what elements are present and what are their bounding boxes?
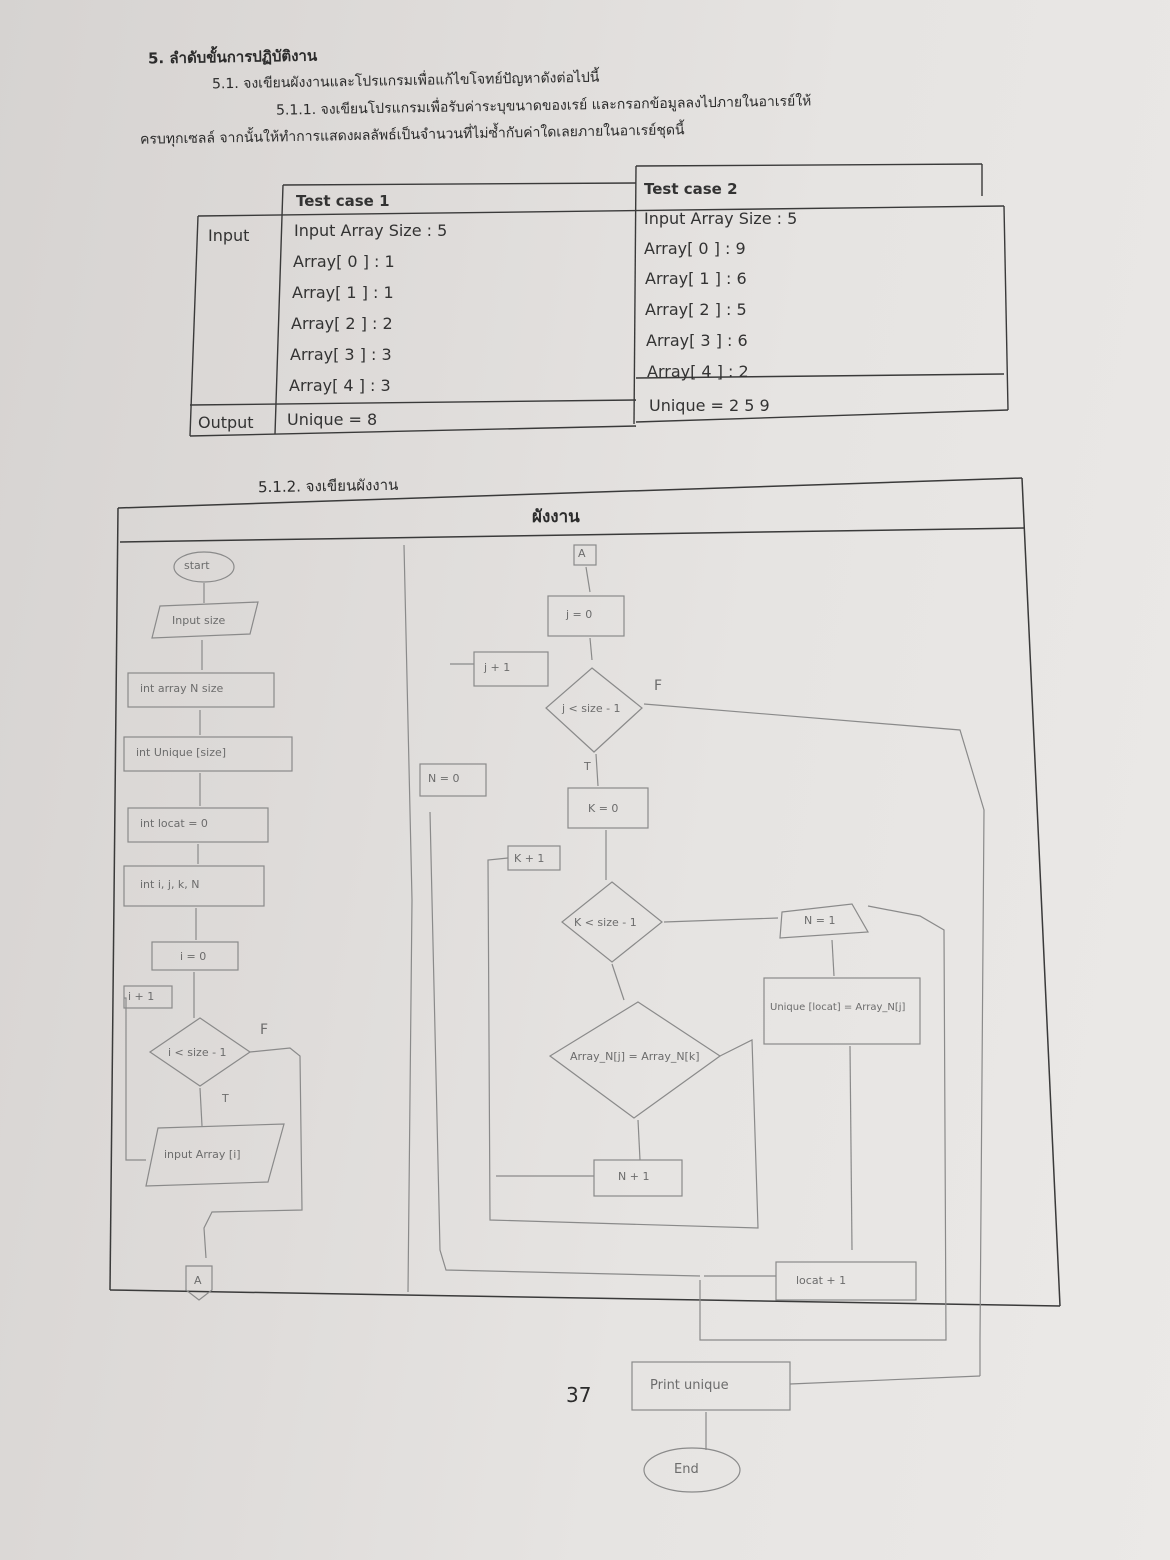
input-element-node: input Array [i] [164, 1148, 241, 1161]
case2-line: Array[ 3 ] : 6 [646, 331, 748, 350]
true-label: T [222, 1092, 229, 1105]
condition-equal-node: Array_N[j] = Array_N[k] [570, 1050, 700, 1063]
test-case-1-title: Test case 1 [296, 192, 390, 210]
init-i-node: i = 0 [180, 950, 207, 963]
increment-k-node: K + 1 [514, 852, 545, 865]
case2-line: Array[ 0 ] : 9 [644, 239, 746, 258]
page-number: 37 [566, 1383, 592, 1407]
condition-n-node: N = 1 [804, 914, 836, 927]
test-case-2-title: Test case 2 [644, 180, 738, 198]
case2-output: Unique = 2 5 9 [649, 396, 770, 415]
case1-line: Array[ 2 ] : 2 [291, 314, 393, 333]
j-true-label: T [584, 760, 591, 773]
declare-array-node: int array N size [140, 682, 224, 695]
init-j-node: j = 0 [566, 608, 593, 621]
assign-unique-node: Unique [locat] = Array_N[j] [770, 1002, 906, 1013]
case1-line: Array[ 3 ] : 3 [290, 345, 392, 364]
condition-j-node: j < size - 1 [562, 702, 621, 715]
case1-line: Array[ 4 ] : 3 [289, 376, 391, 395]
false-label: F [260, 1022, 269, 1038]
declare-locat-node: int locat = 0 [140, 817, 208, 830]
case2-line: Array[ 2 ] : 5 [645, 300, 747, 319]
input-size-node: Input size [172, 614, 226, 627]
print-unique-node: Print unique [650, 1378, 729, 1393]
condition-k-node: K < size - 1 [574, 916, 637, 929]
connector-a: A [194, 1274, 202, 1287]
input-row-label: Input [208, 226, 250, 245]
case2-line: Array[ 1 ] : 6 [645, 269, 747, 288]
case1-output: Unique = 8 [287, 410, 378, 429]
output-row-label: Output [198, 413, 254, 432]
flowchart-title: ผังงาน [532, 507, 580, 527]
increment-n-node: N + 1 [618, 1170, 650, 1183]
init-k-node: K = 0 [588, 802, 619, 815]
test-case-table-grid [189, 163, 1009, 437]
increment-i-node: i + 1 [128, 990, 155, 1003]
case1-line: Array[ 1 ] : 1 [292, 283, 394, 302]
case1-line: Array[ 0 ] : 1 [293, 252, 395, 271]
case2-line: Input Array Size : 5 [644, 209, 798, 228]
declare-vars-node: int i, j, k, N [140, 878, 200, 891]
j-false-label: F [654, 678, 663, 694]
case1-line: Input Array Size : 5 [294, 221, 448, 240]
end-terminal: End [674, 1462, 699, 1477]
start-terminal: start [184, 559, 210, 572]
reset-n-node: N = 0 [428, 772, 460, 785]
increment-j-node: j + 1 [484, 661, 511, 674]
increment-locat-node: locat + 1 [796, 1274, 847, 1287]
case2-line: Array[ 4 ] : 2 [647, 362, 749, 381]
declare-unique-node: int Unique [size] [136, 746, 227, 759]
connector-a-entry: A [578, 547, 586, 560]
condition-i-node: i < size - 1 [168, 1046, 227, 1059]
